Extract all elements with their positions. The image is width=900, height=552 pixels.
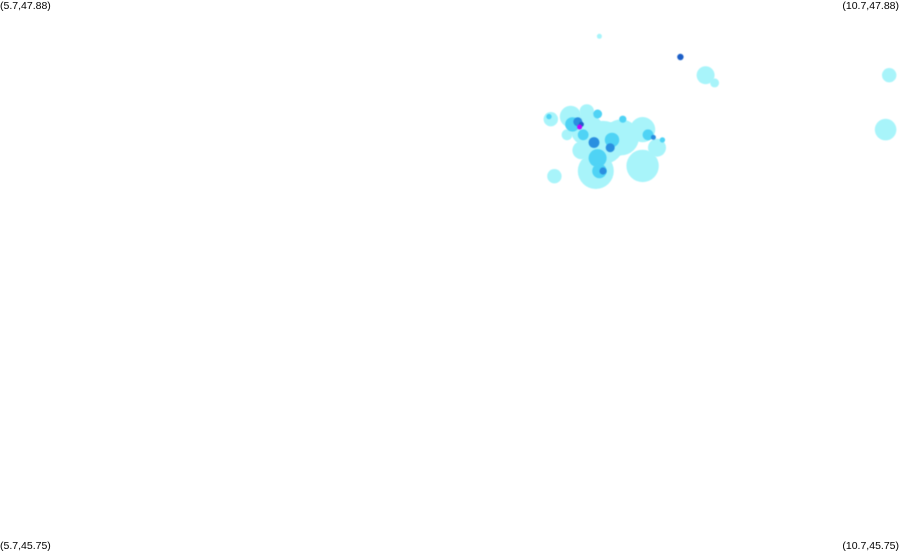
- precip-cell-medium: [650, 134, 656, 140]
- precip-cell-medium_light: [619, 115, 627, 123]
- precip-cell-medium: [588, 137, 600, 148]
- corner-coordinate-bottom-left: (5.7,45.75): [0, 540, 51, 552]
- precip-cell-light: [547, 169, 562, 184]
- precip-cell-medium_light: [659, 137, 666, 143]
- precip-cell-light: [561, 129, 573, 141]
- precip-cell-medium_light: [593, 109, 603, 119]
- corner-coordinate-bottom-right: (10.7,45.75): [842, 540, 899, 552]
- precip-cell-medium_light: [546, 113, 552, 120]
- corner-coordinate-top-right: (10.7,47.88): [842, 0, 899, 12]
- precip-cell-strong: [677, 53, 684, 61]
- precip-cell-light: [648, 138, 666, 157]
- precip-cell-light: [626, 149, 659, 183]
- corner-coordinate-top-left: (5.7,47.88): [0, 0, 51, 12]
- precip-cell-medium: [605, 143, 615, 153]
- precip-cell-medium_light: [577, 129, 589, 141]
- precip-cell-medium: [599, 167, 607, 175]
- precip-cell-light: [579, 104, 594, 119]
- precip-cell-medium_light: [588, 149, 607, 168]
- precip-cell-medium_light: [642, 129, 654, 141]
- precip-cell-light: [572, 141, 591, 160]
- precip-cells-group: [543, 33, 897, 189]
- precip-cell-light: [596, 33, 602, 39]
- precip-cell-medium_light: [604, 132, 620, 148]
- precip-cell-light: [696, 66, 715, 85]
- precip-cell-light: [874, 118, 897, 141]
- precip-cell-light: [710, 78, 720, 88]
- precip-cell-light: [543, 112, 558, 127]
- precip-cell-light: [882, 68, 897, 83]
- precip-cell-very_strong: [577, 124, 583, 130]
